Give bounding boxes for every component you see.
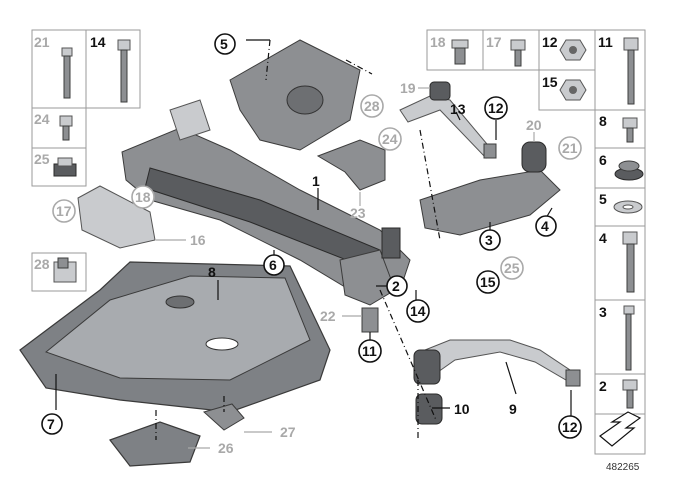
panel-label-5: 5	[599, 191, 607, 207]
underbody-shield-7-illustration	[19, 261, 331, 413]
label-27: 27	[280, 424, 296, 440]
clip-nut-25-illustration	[53, 157, 77, 177]
mount-22-illustration	[361, 307, 379, 333]
bolt-2-illustration	[622, 379, 638, 409]
bolt-21-illustration	[61, 47, 73, 99]
document-number: 482265	[606, 462, 640, 473]
left-parts-panel	[31, 29, 141, 292]
label-28-circled: 28	[364, 98, 380, 114]
label-26: 26	[218, 440, 234, 456]
bolt-24-illustration	[59, 115, 73, 141]
panel-label-11: 11	[598, 34, 613, 50]
panel-label-6: 6	[599, 152, 607, 168]
panel-label-28: 28	[34, 256, 50, 272]
nut-12-illustration	[559, 39, 587, 61]
label-24-circled: 24	[382, 131, 398, 147]
label-12-circled-bottom: 12	[562, 419, 578, 435]
label-19: 19	[400, 80, 416, 96]
shield-26-illustration	[109, 421, 201, 467]
panel-label-2: 2	[599, 378, 607, 394]
label-2-circled: 2	[392, 278, 400, 294]
label-18-circled: 18	[135, 189, 151, 205]
panel-label-12: 12	[542, 34, 558, 50]
panel-label-3: 3	[599, 304, 607, 320]
panel-label-4: 4	[599, 230, 607, 246]
panel-label-15: 15	[542, 74, 558, 90]
panel-label-24: 24	[34, 111, 50, 127]
label-13: 13	[450, 101, 466, 117]
right-parts-panel	[426, 29, 646, 455]
panel-label-8: 8	[599, 113, 607, 129]
bolt-17-illustration	[510, 39, 526, 67]
label-3-circled: 3	[485, 232, 493, 248]
direction-arrow-icon	[599, 411, 642, 447]
label-8-circled: 7	[47, 416, 55, 432]
label-11-circled: 11	[362, 343, 377, 359]
label-7: 8	[208, 264, 216, 280]
shield-27-illustration	[202, 403, 245, 431]
label-14-circled: 14	[410, 303, 426, 319]
bolt-4-illustration	[622, 231, 638, 293]
washer-5-illustration	[613, 200, 643, 214]
panel-label-25: 25	[34, 151, 50, 167]
label-16: 16	[190, 232, 206, 248]
nut-15-illustration	[559, 79, 587, 101]
label-20: 20	[526, 117, 542, 133]
bolt-11-illustration	[623, 37, 639, 105]
label-6-circled: 6	[269, 257, 277, 273]
label-21-circled: 21	[562, 140, 578, 156]
bolt-8-illustration	[622, 117, 638, 143]
panel-label-17: 17	[486, 34, 502, 50]
label-15-circled: 15	[480, 274, 496, 290]
panel-label-18: 18	[430, 34, 446, 50]
panel-label-14: 14	[90, 34, 106, 50]
label-12-circled-top: 12	[488, 100, 504, 116]
label-25-circled: 25	[504, 260, 520, 276]
label-10: 10	[454, 401, 470, 417]
bushing-20-illustration	[521, 141, 547, 173]
mount-6-illustration	[614, 160, 644, 181]
label-17-circled: 17	[56, 203, 72, 219]
control-arm-13-illustration	[399, 81, 497, 159]
label-1: 1	[312, 173, 320, 189]
bushing-10-illustration	[415, 393, 443, 425]
clip-28-illustration	[53, 257, 77, 283]
shield-23-illustration	[316, 139, 386, 191]
bracket-16-illustration	[77, 185, 156, 249]
label-4-circled: 4	[541, 218, 549, 234]
bolt-3-illustration	[623, 305, 635, 371]
label-22: 22	[320, 308, 336, 324]
control-arm-9-illustration	[413, 339, 581, 387]
label-23: 23	[350, 205, 366, 221]
subframe-illustration	[121, 39, 561, 306]
leader-lines	[55, 39, 572, 449]
panel-label-21: 21	[34, 34, 50, 50]
sleeve-18-illustration	[451, 39, 469, 65]
label-5-circled: 5	[220, 36, 228, 52]
label-9: 9	[509, 401, 517, 417]
bolt-14-illustration	[117, 39, 131, 103]
